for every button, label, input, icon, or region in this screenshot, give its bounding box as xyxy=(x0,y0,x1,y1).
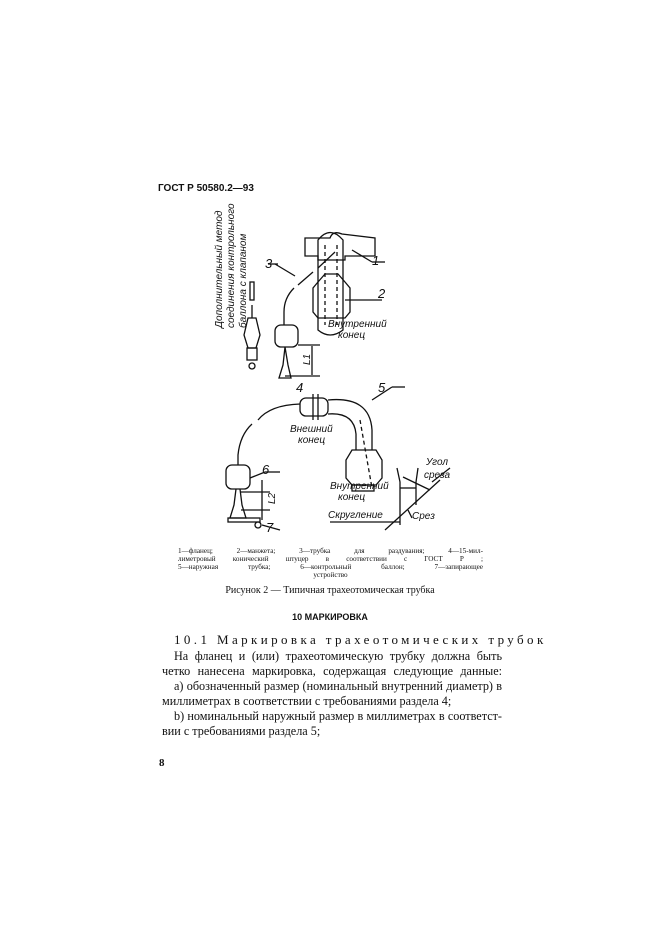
body-line: миллиметрах в соответствии с требованиям… xyxy=(162,694,452,708)
label-l1: L1 xyxy=(302,354,313,365)
label-l2: L2 xyxy=(267,492,278,504)
rotated-note-line: баллона с клапаном xyxy=(237,234,249,328)
label-3: 3 xyxy=(265,256,273,271)
legend-line: 1—фланец; 2—манжета; 3—трубка для раздув… xyxy=(178,547,483,555)
legend-line: лиметровый конический штуцер в соответст… xyxy=(178,555,483,563)
legend-line: устройство xyxy=(313,571,348,579)
outer-tube-bottom xyxy=(225,386,451,531)
rotated-note: Дополнительный метод соединения контроль… xyxy=(214,203,249,329)
label-inner-end-bottom: конец xyxy=(338,492,365,503)
inflation-tube xyxy=(268,251,336,379)
page-number: 8 xyxy=(159,757,165,769)
figure-legend: 1—фланец; 2—манжета; 3—трубка для раздув… xyxy=(178,547,483,579)
label-2: 2 xyxy=(377,286,386,301)
label-outer-end: Внешний xyxy=(290,424,333,435)
body-line: На фланец и (или) трахеотомическую трубк… xyxy=(174,649,502,663)
label-1: 1 xyxy=(372,253,379,268)
alt-valve-drawing xyxy=(243,281,261,370)
label-rounding: Скругление xyxy=(328,510,383,521)
inner-tube-top xyxy=(304,231,385,336)
label-bevel-angle: Угол xyxy=(425,457,448,468)
label-6: 6 xyxy=(262,462,270,477)
label-outer-end: конец xyxy=(298,435,325,446)
label-bevel: Срез xyxy=(412,511,435,522)
label-inner-end-top: конец xyxy=(338,330,365,341)
section-title: 10 МАРКИРОВКА xyxy=(292,612,368,622)
legend-line: 5—наружная трубка; 6—контрольный баллон;… xyxy=(178,563,483,571)
label-inner-end-bottom: Внутренний xyxy=(330,481,389,492)
subsection-title: 10.1 Маркировка трахеотомических трубок xyxy=(174,632,547,647)
label-5: 5 xyxy=(378,380,386,395)
body-line: четко нанесена маркировка, содержащая сл… xyxy=(162,664,502,678)
figure-caption: Рисунок 2 — Типичная трахеотомическая тр… xyxy=(225,585,435,596)
rotated-note-line: Дополнительный метод xyxy=(214,210,225,329)
body-line: вии с требованиями раздела 5; xyxy=(162,724,321,738)
body-line: b) номинальный наружный размер в миллиме… xyxy=(174,709,502,723)
label-4: 4 xyxy=(296,380,303,395)
label-inner-end-top: Внутренний xyxy=(328,319,387,330)
label-bevel-angle: среза xyxy=(424,470,451,481)
document-header: ГОСТ Р 50580.2—93 xyxy=(158,183,254,194)
rotated-note-line: соединения контрольного xyxy=(226,203,237,328)
label-7: 7 xyxy=(266,520,274,535)
body-line: а) обозначенный размер (номинальный внут… xyxy=(174,679,502,693)
